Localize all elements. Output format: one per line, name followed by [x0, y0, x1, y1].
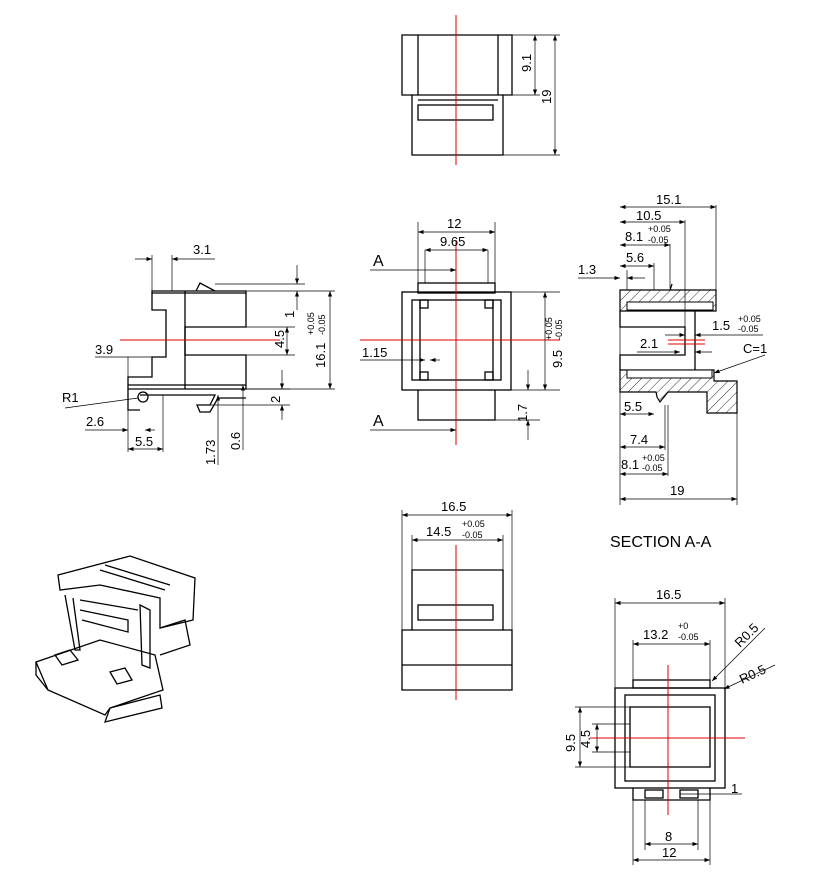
- end-view: 16.5 13.2 +0 -0.05 R0.5 R0.5 9.5 4.5 1 8…: [563, 587, 776, 865]
- tol-minus: -0.05: [678, 632, 699, 642]
- dim-5-5: 5.5: [135, 434, 153, 449]
- dim-8-1-bottom: 8.1: [621, 457, 639, 472]
- tol-minus: -0.05: [462, 530, 483, 540]
- front-view: 12 9.65 A A 1.15 9.5 +0.05 -0.05 1.7: [360, 216, 565, 445]
- dim-5-5: 5.5: [624, 399, 642, 414]
- radius-r0-5-b: R0.5: [737, 662, 768, 687]
- dim-0-6: 0.6: [228, 432, 243, 450]
- dim-14-5: 14.5: [426, 524, 451, 539]
- tol-top-plus: +0.05: [648, 224, 671, 234]
- dim-1-3: 1.3: [578, 262, 596, 277]
- dim-1: 1: [731, 781, 738, 796]
- tol-minus: -0.05: [317, 314, 327, 335]
- tol-top-minus: -0.05: [648, 235, 669, 245]
- dim-16-5: 16.5: [656, 587, 681, 602]
- dim-1: 1: [282, 311, 297, 318]
- tol-plus: +0.05: [462, 519, 485, 529]
- dim-1-5: 1.5: [712, 318, 730, 333]
- dim-19: 19: [539, 90, 554, 104]
- dim-12: 12: [662, 845, 676, 860]
- dim-8: 8: [665, 829, 672, 844]
- section-marker-a-bottom: A: [373, 413, 384, 430]
- isometric-view: [35, 555, 196, 723]
- dim-4-5: 4.5: [578, 730, 593, 748]
- radius-r1: R1: [62, 390, 79, 405]
- tol-plus: +0.05: [306, 312, 316, 335]
- dim-9-65: 9.65: [440, 234, 465, 249]
- bottom-view: 16.5 14.5 +0.05 -0.05: [401, 499, 513, 700]
- dim-4-5: 4.5: [272, 330, 287, 348]
- dim-9-5: 9.5: [550, 350, 565, 368]
- tol-plus: +0.05: [544, 317, 554, 340]
- dim-9-1: 9.1: [519, 54, 534, 72]
- dim-2-1: 2.1: [640, 336, 658, 351]
- dim-9-5: 9.5: [563, 734, 578, 752]
- dim-10-5: 10.5: [636, 208, 661, 223]
- dim-2: 2: [268, 396, 283, 403]
- section-title: SECTION A-A: [610, 534, 712, 551]
- radius-r0-5-a: R0.5: [732, 620, 762, 650]
- dim-13-2: 13.2: [643, 627, 668, 642]
- dim-8-1-top: 8.1: [625, 229, 643, 244]
- dim-12: 12: [447, 216, 461, 231]
- side-view: 3.1 3.9 R1 2.6 5.5 1.73 0.6 2 1 4.5 16.1…: [62, 242, 335, 465]
- dim-2-6: 2.6: [86, 414, 104, 429]
- dim-5-6: 5.6: [626, 250, 644, 265]
- tol-minus: -0.05: [554, 319, 564, 340]
- tol-bottom-minus: -0.05: [642, 463, 663, 473]
- tol-1-5-plus: +0.05: [738, 314, 761, 324]
- dim-1-7: 1.7: [515, 404, 530, 422]
- tol-plus: +0: [678, 621, 688, 631]
- chamfer-c1: C=1: [743, 341, 767, 356]
- dim-19: 19: [670, 483, 684, 498]
- section-a-a-view: 15.1 10.5 8.1 +0.05 -0.05 5.6 1.3 1.5 +0…: [578, 192, 767, 551]
- dim-16-1: 16.1: [313, 343, 328, 368]
- section-marker-a-top: A: [373, 253, 384, 270]
- dim-3-1: 3.1: [193, 242, 211, 257]
- dim-7-4: 7.4: [630, 432, 648, 447]
- tol-1-5-minus: -0.05: [738, 324, 759, 334]
- dim-15-1: 15.1: [656, 192, 681, 207]
- dim-16-5: 16.5: [441, 499, 466, 514]
- dim-1-15: 1.15: [362, 345, 387, 360]
- tol-bottom-plus: +0.05: [642, 453, 665, 463]
- dim-1-73: 1.73: [203, 440, 218, 465]
- top-view: 9.1 19: [401, 15, 560, 165]
- dim-3-9: 3.9: [95, 342, 113, 357]
